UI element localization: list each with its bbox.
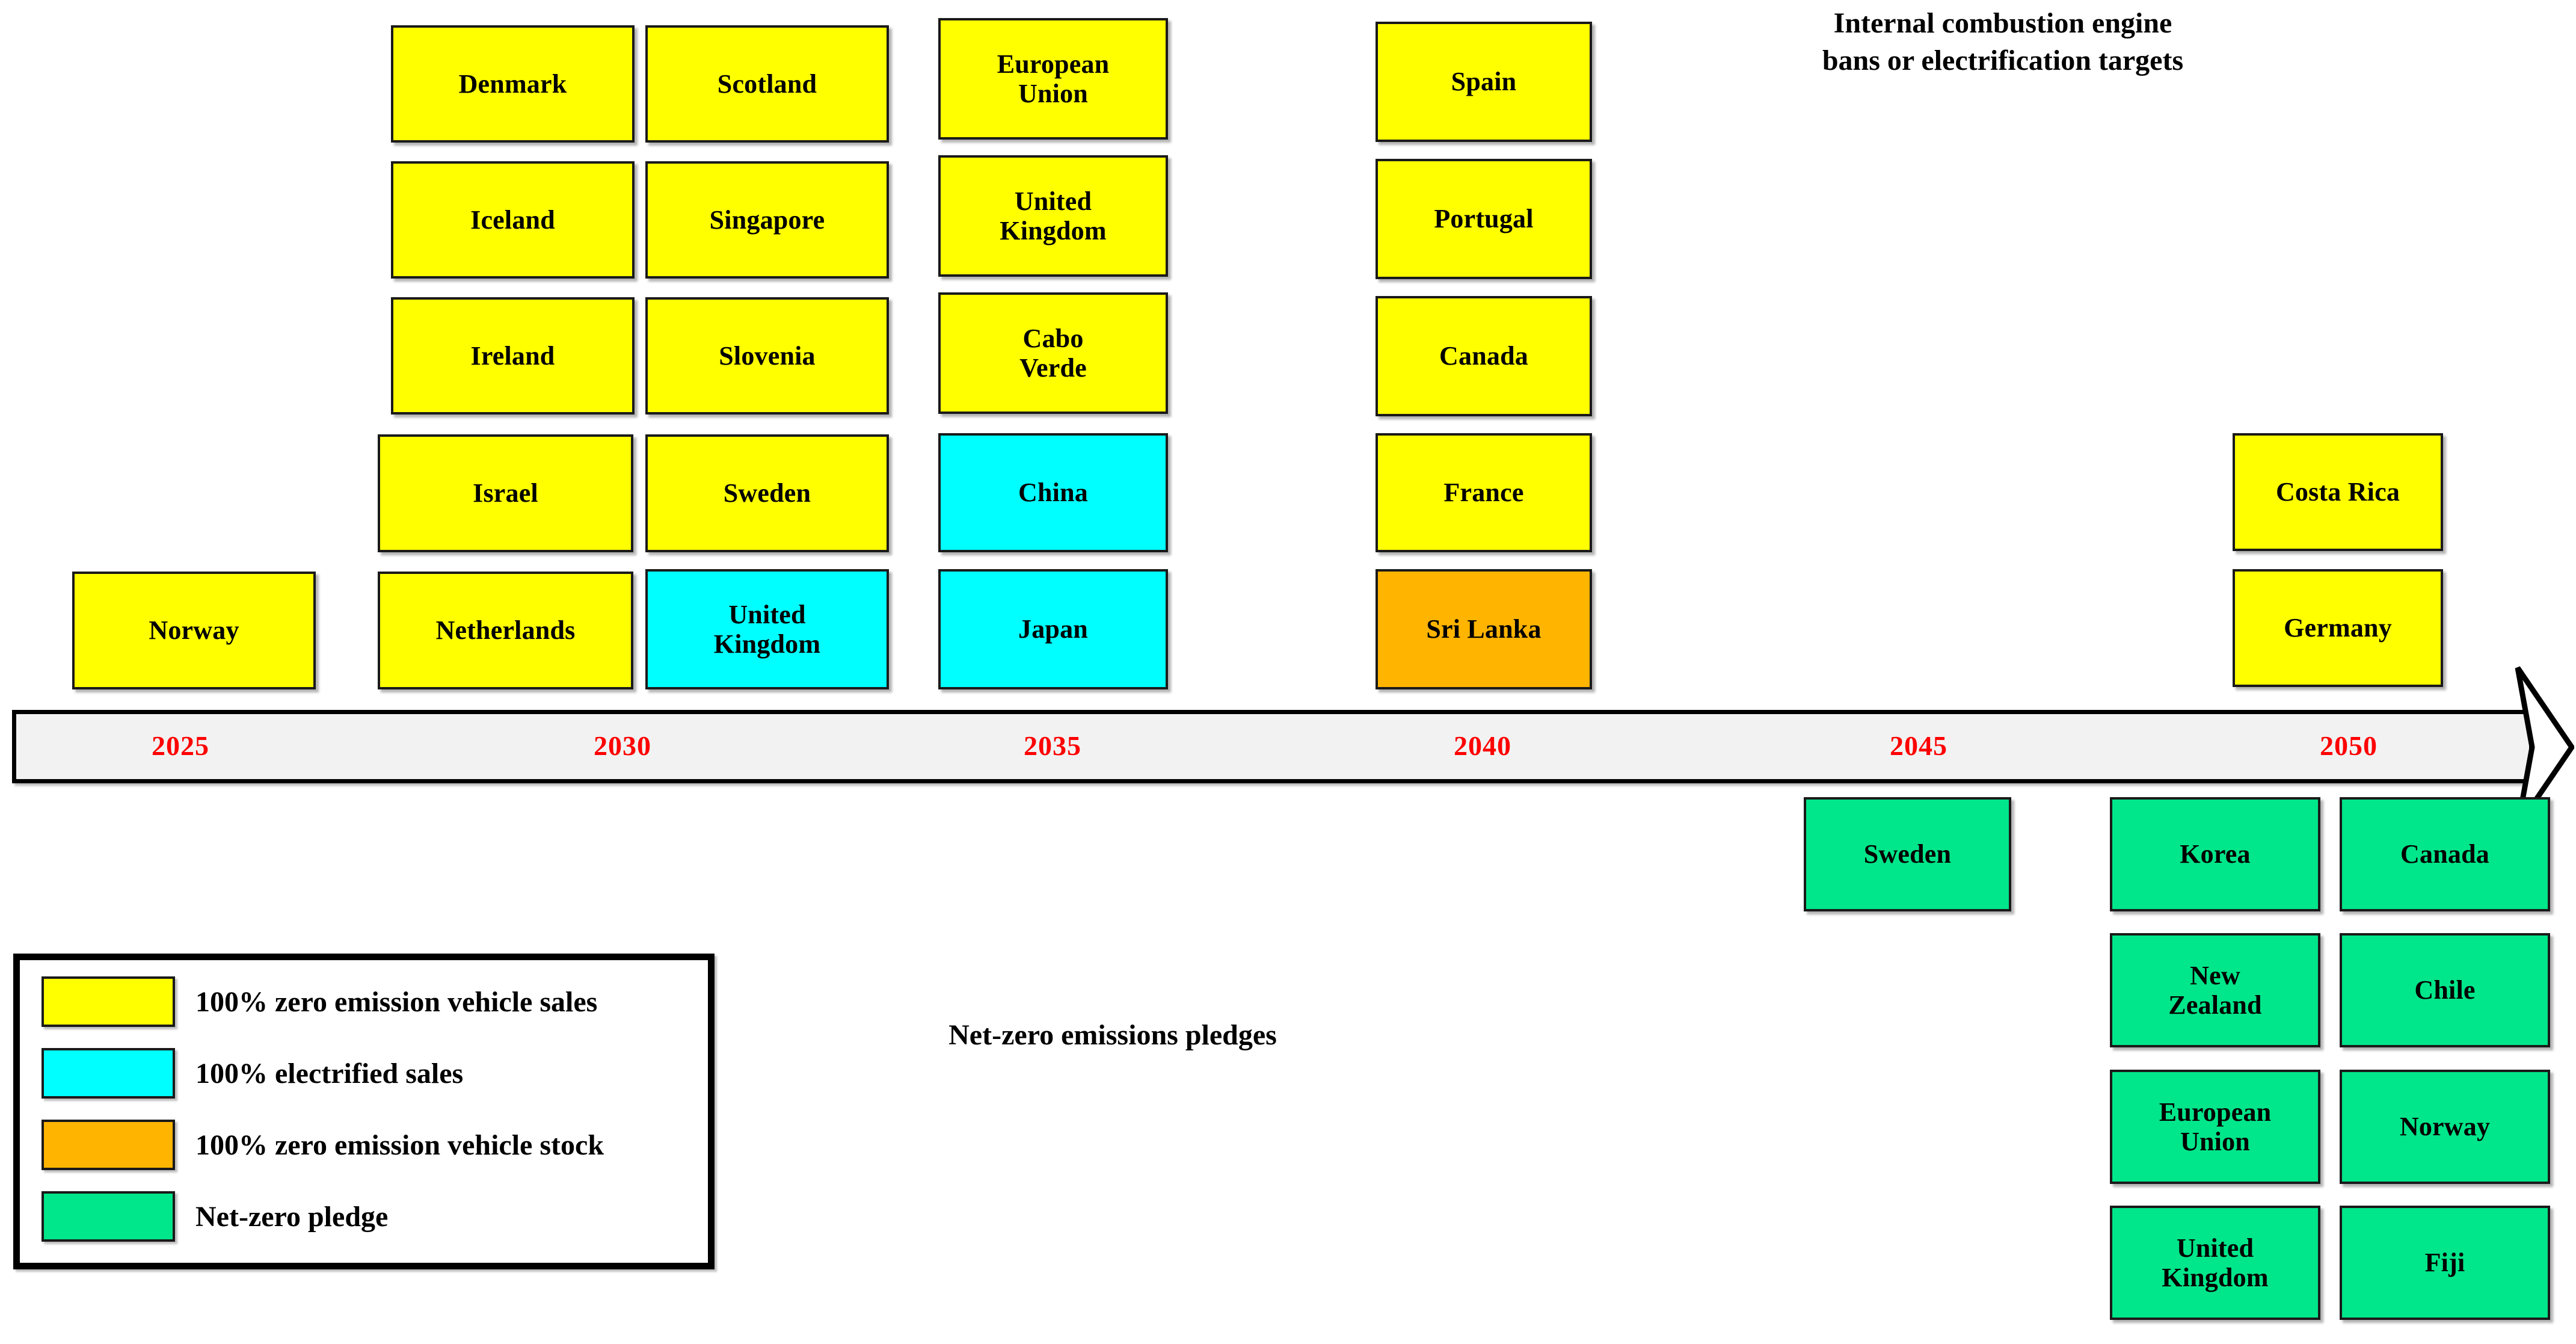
entity-box-slovenia-2030[interactable]: Slovenia <box>645 297 889 415</box>
entity-box-israel-2030[interactable]: Israel <box>378 434 633 552</box>
legend-item-zev-sales: 100% zero emission vehicle sales <box>41 976 597 1028</box>
entity-box-united-kingdom-2030[interactable]: United Kingdom <box>645 569 889 689</box>
timeline-arrow-bar <box>12 710 2533 783</box>
entity-box-chile-2050[interactable]: Chile <box>2340 933 2550 1047</box>
entity-box-sri-lanka-2040[interactable]: Sri Lanka <box>1376 569 1592 689</box>
entity-box-netherlands-2030[interactable]: Netherlands <box>378 572 633 689</box>
legend-item-zev-stock: 100% zero emission vehicle stock <box>41 1119 604 1171</box>
legend-swatch-electrified-sales <box>41 1048 175 1099</box>
entity-box-iceland-2030[interactable]: Iceland <box>391 161 635 279</box>
entity-box-united-kingdom-2035[interactable]: United Kingdom <box>938 155 1168 277</box>
entity-box-cabo-verde-2035[interactable]: Cabo Verde <box>938 292 1168 414</box>
entity-box-portugal-2040[interactable]: Portugal <box>1376 159 1592 279</box>
entity-box-norway-2050[interactable]: Norway <box>2340 1070 2550 1184</box>
entity-box-costa-rica-2050[interactable]: Costa Rica <box>2233 433 2443 551</box>
entity-box-korea-2050[interactable]: Korea <box>2110 797 2320 911</box>
entity-box-united-kingdom-2050[interactable]: United Kingdom <box>2110 1206 2320 1320</box>
entity-box-france-2040[interactable]: France <box>1376 433 1592 552</box>
year-label-2050: 2050 <box>2320 730 2378 761</box>
entity-box-fiji-2050[interactable]: Fiji <box>2340 1206 2550 1320</box>
year-label-2040: 2040 <box>1454 730 1511 761</box>
entity-box-ireland-2030[interactable]: Ireland <box>391 297 635 415</box>
entity-box-canada-2050[interactable]: Canada <box>2340 797 2550 911</box>
entity-box-scotland-2030[interactable]: Scotland <box>645 25 889 143</box>
legend-label-electrified-sales: 100% electrified sales <box>195 1057 464 1090</box>
entity-box-canada-2040[interactable]: Canada <box>1376 296 1592 416</box>
entity-box-spain-2040[interactable]: Spain <box>1376 22 1592 142</box>
legend-label-zev-stock: 100% zero emission vehicle stock <box>195 1129 604 1161</box>
legend-swatch-net-zero-pledge <box>41 1191 175 1242</box>
entity-box-germany-2050[interactable]: Germany <box>2233 569 2443 687</box>
entity-box-european-union-2050[interactable]: European Union <box>2110 1070 2320 1184</box>
legend-item-electrified-sales: 100% electrified sales <box>41 1047 463 1099</box>
ice-bans-caption: Internal combustion engine bans or elect… <box>1822 7 2184 77</box>
entity-box-denmark-2030[interactable]: Denmark <box>391 25 635 143</box>
entity-box-norway-2025[interactable]: Norway <box>72 572 316 689</box>
legend-swatch-zev-stock <box>41 1120 175 1170</box>
year-label-2030: 2030 <box>594 730 651 761</box>
net-zero-caption: Net-zero emissions pledges <box>948 1019 1277 1051</box>
legend-swatch-zev-sales <box>41 976 175 1027</box>
entity-box-china-2035[interactable]: China <box>938 433 1168 552</box>
entity-box-new-zealand-2050[interactable]: New Zealand <box>2110 933 2320 1047</box>
legend-item-net-zero-pledge: Net-zero pledge <box>41 1191 388 1242</box>
year-label-2035: 2035 <box>1024 730 1081 761</box>
year-label-2025: 2025 <box>152 730 209 761</box>
entity-box-japan-2035[interactable]: Japan <box>938 569 1168 689</box>
legend-box: 100% zero emission vehicle sales 100% ele… <box>13 954 715 1269</box>
year-label-2045: 2045 <box>1890 730 1947 761</box>
entity-box-sweden-2030[interactable]: Sweden <box>645 434 889 552</box>
entity-box-european-union-2035[interactable]: European Union <box>938 18 1168 140</box>
entity-box-sweden-2045[interactable]: Sweden <box>1804 797 2011 911</box>
legend-label-net-zero-pledge: Net-zero pledge <box>195 1200 389 1233</box>
legend-label-zev-sales: 100% zero emission vehicle sales <box>195 985 598 1018</box>
entity-box-singapore-2030[interactable]: Singapore <box>645 161 889 279</box>
